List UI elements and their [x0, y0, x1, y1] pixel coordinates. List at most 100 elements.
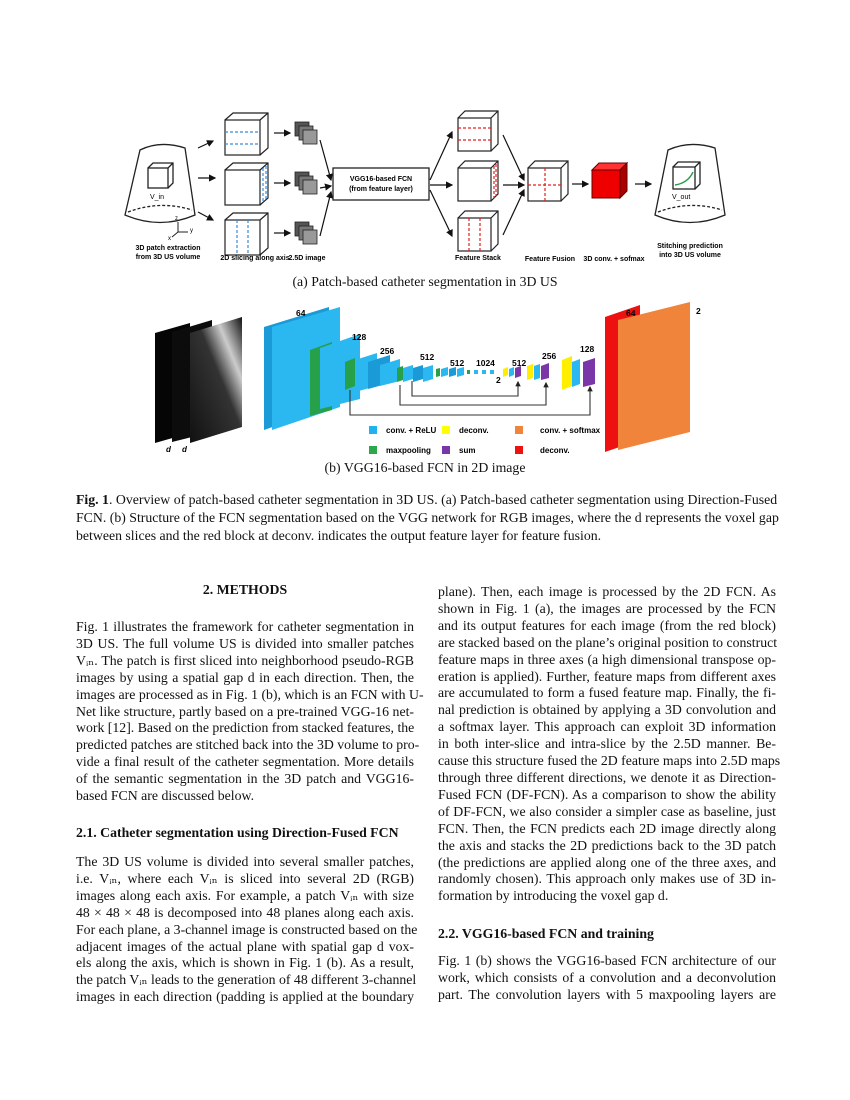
slicing-label: 2D slicing along axis	[220, 255, 289, 262]
legend-maxpooling: maxpooling	[386, 446, 431, 455]
text-line: Vᵢₙ. The patch is first sliced into neig…	[76, 652, 414, 668]
legend-sum: sum	[459, 446, 475, 455]
text-line: formation by introducing the voxel gap d…	[438, 888, 669, 904]
caption-line: between slices and the red block at deco…	[76, 528, 602, 543]
legend-deconv-red: deconv.	[540, 446, 570, 455]
text-line: work, which consists of a convolution an…	[438, 969, 776, 985]
channel-256-b: 256	[542, 351, 556, 361]
decoder-blocks	[503, 302, 690, 452]
text-line: images by using a spatial gap d in each …	[76, 669, 414, 685]
stitch-label-1: Stitching prediction	[657, 243, 723, 250]
text-line: cause this structure fused the 2D featur…	[438, 753, 781, 769]
v-out-label: V_out	[672, 194, 690, 201]
figure-a-diagram: V_in z y x 3D patch extraction from 3D U…	[124, 110, 726, 263]
figure-caption: Fig. 1. Overview of patch-based catheter…	[76, 491, 779, 545]
section-2-1-paragraph: The 3D US volume is divided into several…	[76, 854, 418, 1006]
v-in-label: V_in	[150, 194, 164, 201]
skip-connections	[349, 380, 593, 416]
caption-line: . Overview of patch-based catheter segme…	[108, 492, 778, 507]
section-2-2-paragraph: Fig. 1 (b) shows the VGG16-based FCN arc…	[438, 953, 776, 1004]
legend-swatch	[442, 426, 450, 434]
channel-512-b: 512	[450, 358, 464, 368]
text-line: Net like structure, partly based on a pr…	[76, 703, 414, 719]
axis-x-label: x	[168, 236, 171, 242]
conv-softmax-label: 3D conv. + sofmax	[583, 256, 644, 263]
stitch-label-2: into 3D US volume	[659, 252, 721, 259]
encoder-blocks	[264, 307, 494, 430]
image-stacks	[294, 121, 318, 245]
conv3d-red-cube	[590, 161, 629, 200]
channel-512-c: 512	[512, 358, 526, 368]
text-line: Fused FCN (DF-FCN). As a comparison to s…	[438, 786, 776, 802]
legend: conv. + ReLU deconv. conv. + softmax max…	[369, 426, 601, 455]
feature-stack-cubes	[457, 110, 499, 252]
text-line: Fig. 1 (b) shows the VGG16-based FCN arc…	[438, 953, 776, 968]
methods-paragraph: Fig. 1 illustrates the framework for cat…	[76, 619, 424, 805]
legend-swatch	[369, 426, 377, 434]
extraction-label-2: from 3D US volume	[136, 254, 201, 261]
text-line: shown in Fig. 1 (a), the images are proc…	[438, 600, 776, 616]
channel-1024: 1024	[476, 358, 495, 368]
axis-icon	[171, 222, 188, 238]
channel-64: 64	[296, 308, 306, 318]
text-line: vide a final result of the catheter segm…	[76, 754, 414, 770]
text-line: based FCN are discussed below.	[76, 788, 255, 804]
section-heading-2-2: 2.2. VGG16-based FCN and training	[438, 926, 654, 941]
input-slices	[155, 317, 242, 443]
text-line: randomly chosen). This approach only mak…	[438, 871, 776, 887]
gap-label-1: d	[166, 445, 172, 454]
text-line: eration is applied). Further, feature ma…	[438, 668, 776, 684]
section-heading-methods: 2. METHODS	[202, 582, 288, 597]
feature-stack-label: Feature Stack	[455, 255, 501, 262]
figure-a-caption: (a) Patch-based catheter segmentation in…	[292, 274, 558, 289]
fcn-label-1: VGG16-based FCN	[350, 176, 412, 183]
extraction-label-1: 3D patch extraction	[136, 245, 201, 252]
text-line: and its output features for each image (…	[438, 617, 776, 633]
section-heading-2-1: 2.1. Catheter segmentation using Directi…	[76, 825, 399, 840]
text-line: predicted patches are stitched back into…	[76, 737, 420, 753]
channel-128-b: 128	[580, 344, 594, 354]
text-line: feature maps in three axes (a high dimen…	[438, 651, 776, 667]
figure-b-caption: (b) VGG16-based FCN in 2D image	[324, 460, 526, 475]
text-line: are accumulated to form a fused feature …	[438, 685, 776, 701]
text-line: the axis and stacks the 2D predictions b…	[438, 837, 776, 853]
text-line: of DF-FCN, we also consider a simpler ca…	[438, 803, 776, 819]
fcn-label-2: (from feature layer)	[349, 186, 413, 193]
text-line: nal prediction is obtained by applying a…	[438, 702, 776, 718]
text-line: adjacent images of the actual plane with…	[76, 938, 414, 954]
text-line: (the predictions are applied along one o…	[438, 854, 776, 870]
legend-deconv: deconv.	[459, 426, 489, 435]
caption-line: FCN. (b) Structure of the FCN segmentati…	[76, 510, 779, 525]
gap-label-2: d	[182, 445, 188, 454]
feature-fusion-cube	[527, 160, 569, 202]
text-line: the patch Vᵢₙ leads to the generation of…	[76, 972, 417, 988]
text-line: work [12]. Based on the prediction from …	[76, 720, 415, 736]
legend-conv-softmax: conv. + softmax	[540, 426, 601, 435]
fcn-box	[332, 167, 430, 201]
axis-y-label: y	[190, 228, 193, 234]
text-line: For each plane, a 3-channel image is con…	[76, 921, 418, 937]
legend-conv-relu: conv. + ReLU	[386, 426, 437, 435]
image25d-label: 2.5D image	[289, 255, 326, 262]
sliced-cubes	[224, 112, 269, 256]
channel-256: 256	[380, 346, 394, 356]
text-line: els along the axis, which is shown in Fi…	[76, 955, 414, 971]
legend-swatch	[515, 446, 523, 454]
axis-z-label: z	[175, 216, 178, 222]
text-line: a softmax layer. This approach can explo…	[438, 719, 776, 735]
feature-fusion-label: Feature Fusion	[525, 256, 575, 263]
text-line: through three different directions, we d…	[438, 769, 776, 785]
text-line: are stacked based on the plane’s origina…	[438, 634, 778, 650]
text-line: images along each axis. For example, a p…	[76, 887, 414, 903]
text-line: Fig. 1 illustrates the framework for cat…	[76, 619, 414, 634]
text-line: The 3D US volume is divided into several…	[76, 854, 414, 869]
legend-swatch	[442, 446, 450, 454]
legend-swatch	[515, 426, 523, 434]
legend-swatch	[369, 446, 377, 454]
channel-2-mid: 2	[496, 375, 501, 385]
text-line: plane). Then, each image is processed by…	[438, 584, 776, 599]
text-line: 48 × 48 × 48 is decomposed into 48 plane…	[76, 904, 414, 920]
section-2-1-paragraph-continued: plane). Then, each image is processed by…	[438, 584, 781, 905]
text-line: images in each direction (padding is app…	[76, 989, 414, 1005]
channel-512-a: 512	[420, 352, 434, 362]
